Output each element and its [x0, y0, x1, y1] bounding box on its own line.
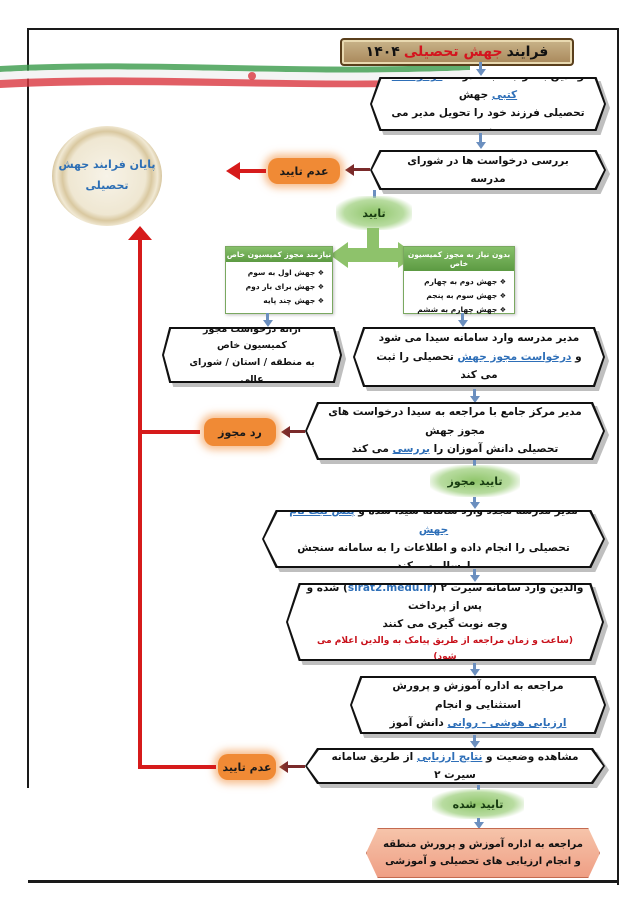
- step-special-commission: ارائه درخواست مجوز کمیسیون خاص به منطقه …: [162, 327, 342, 383]
- no-permit-needed-box: بدون نیاز به مجوز کمیسیون خاص جهش دوم به…: [403, 246, 515, 314]
- permit-list: جهش اول به سوم جهش برای بار دوم جهش چند …: [226, 262, 332, 310]
- step-register-permit: مدیر مدرسه وارد سامانه سیدا می شود و درخ…: [353, 327, 605, 387]
- connector-left: [288, 765, 305, 768]
- page-title: فرایند جهش تحصیلی ۱۴۰۴: [340, 38, 574, 66]
- red-arrow-up-icon: [128, 226, 152, 240]
- step7-link: ارزیابی هوشی - روانی: [447, 717, 566, 729]
- title-highlight: جهش تحصیلی: [404, 44, 503, 60]
- step8-pre: مشاهده وضعیت و: [486, 751, 579, 763]
- step3-link: درخواست مجوز جهش: [457, 351, 571, 363]
- final-line2: و انجام ارزیابی های تحصیلی و آموزشی: [385, 853, 581, 870]
- arrow-down-icon: [476, 142, 486, 149]
- step5-link: پیش ثبت نام جهش: [289, 505, 448, 535]
- list-item: جهش اول به سوم: [226, 266, 324, 280]
- reject-final: عدم تایید: [218, 754, 276, 780]
- step4-post: می کند: [352, 443, 389, 455]
- arrow-down-icon: [470, 575, 480, 582]
- step4-pre: تحصیلی دانش آموزان را: [434, 443, 559, 455]
- arrow-down-icon: [470, 741, 480, 748]
- title-prefix: فرایند: [507, 44, 549, 60]
- title-year: ۱۴۰۴: [366, 44, 400, 60]
- reject-permit: رد مجوز: [204, 418, 276, 446]
- approved-label: تایید: [336, 196, 412, 230]
- end-badge-line2: تحصیلی: [86, 176, 129, 197]
- step2-text: بررسی درخواست ها در شورای مدرسه: [390, 152, 586, 189]
- step-school-council-review: بررسی درخواست ها در شورای مدرسه: [370, 150, 606, 190]
- permit-needed-box: نیازمند مجوز کمیسیون خاص جهش اول به سوم …: [225, 246, 333, 314]
- red-connector: [238, 169, 266, 173]
- step8-link: نتایج ارزیابی: [417, 751, 482, 763]
- no-permit-header: بدون نیاز به مجوز کمیسیون خاص: [404, 247, 514, 271]
- process-end-badge: پایان فرایند جهش تحصیلی: [52, 126, 162, 226]
- arrow-down-icon: [470, 502, 480, 509]
- reject-council: عدم تایید: [268, 158, 340, 184]
- list-item: جهش سوم به پنجم: [404, 289, 506, 303]
- list-item: جهش چند پایه: [226, 294, 324, 308]
- list-item: جهش چهارم به ششم: [404, 303, 506, 317]
- connector-left: [354, 168, 370, 171]
- arrow-left-icon: [345, 164, 354, 176]
- final-line1: مراجعه به اداره آموزش و پرورش منطقه: [383, 836, 583, 853]
- list-item: جهش دوم به چهارم: [404, 275, 506, 289]
- arrow-down-icon: [476, 69, 486, 76]
- step-view-results: مشاهده وضعیت و نتایج ارزیابی از طریق سام…: [305, 748, 605, 784]
- red-connector: [140, 430, 200, 434]
- step3-pre: و: [575, 351, 582, 363]
- step-final-academic-assessment: مراجعه به اداره آموزش و پرورش منطقه و ان…: [366, 828, 600, 878]
- step1-text-end: جهش: [459, 89, 488, 101]
- arrow-down-icon: [458, 320, 468, 327]
- end-badge-line1: پایان فرایند جهش: [58, 155, 155, 176]
- list-item: جهش برای بار دوم: [226, 280, 324, 294]
- arrow-left-icon: [281, 426, 290, 438]
- connector-left: [290, 430, 305, 433]
- permit-header: نیازمند مجوز کمیسیون خاص: [226, 247, 332, 262]
- red-return-line: [138, 228, 142, 769]
- step-submit-request: والدین با مراجعه به مدرسه درخواست کتبی ج…: [370, 77, 606, 131]
- step7-line1: مراجعه به اداره آموزش و پرورش استثنایی و…: [370, 677, 586, 714]
- page-frame-left: [27, 28, 29, 788]
- step-psych-assessment: مراجعه به اداره آموزش و پرورش استثنایی و…: [350, 676, 606, 734]
- arrow-down-icon: [474, 822, 484, 829]
- step7-post: دانش آموز: [390, 717, 444, 729]
- step-center-review: مدیر مرکز جامع با مراجعه به سیدا درخواست…: [305, 402, 605, 460]
- arrow-left-icon: [279, 761, 288, 773]
- step-pre-registration: مدیر مدرسه مجدد وارد سامانه سیدا شده و پ…: [262, 510, 605, 568]
- no-permit-list: جهش دوم به چهارم جهش سوم به پنجم جهش چها…: [404, 271, 514, 319]
- step-sirat-appointment: والدین وارد سامانه سیرت ۲ (sirat2.medu.i…: [286, 583, 604, 661]
- step3-line1: مدیر مدرسه وارد سامانه سیدا می شود: [379, 329, 580, 347]
- arrow-down-icon: [470, 669, 480, 676]
- permit-approved-label: تایید مجوز: [430, 465, 520, 497]
- step6-line2: وجه نوبت گیری می کنند: [382, 615, 507, 633]
- step4-link: بررسی: [393, 443, 430, 455]
- red-connector: [140, 765, 216, 769]
- step4-line1: مدیر مرکز جامع با مراجعه به سیدا درخواست…: [325, 403, 585, 440]
- results-approved-label: تایید شده: [432, 789, 524, 819]
- arrow-down-icon: [263, 320, 273, 327]
- bottom-rule: [28, 880, 618, 883]
- commission-line1: ارائه درخواست مجوز کمیسیون خاص: [182, 322, 322, 355]
